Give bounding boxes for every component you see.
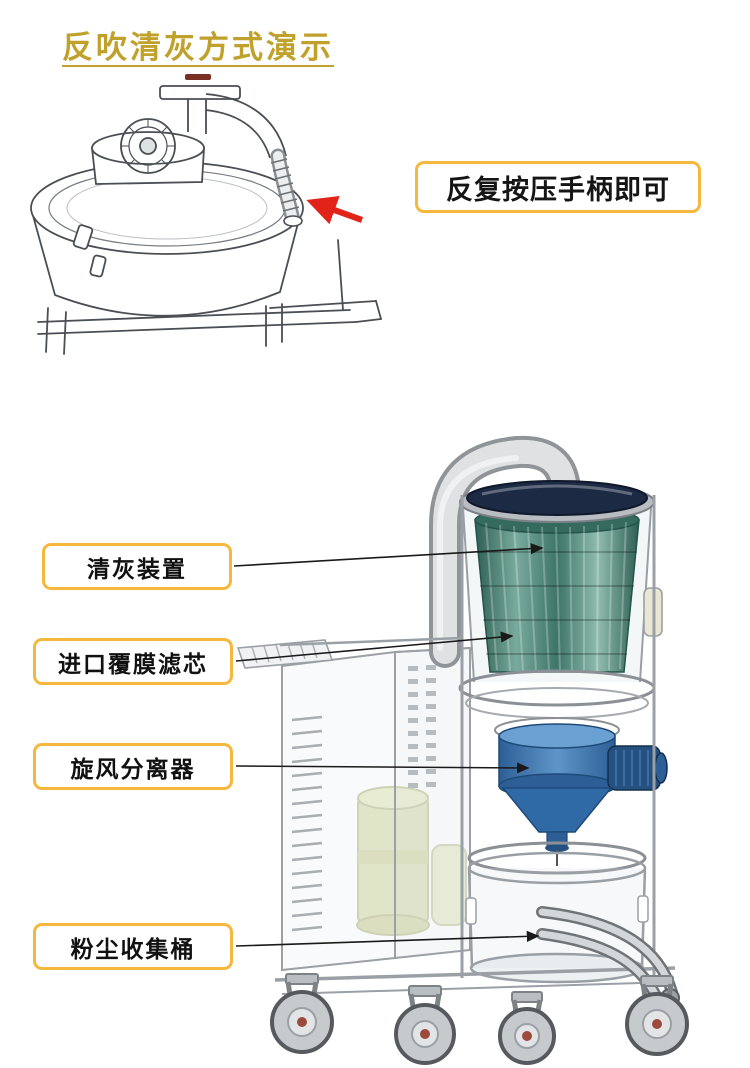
filter-bands bbox=[477, 551, 637, 655]
cyclone-separator bbox=[467, 717, 668, 875]
vent-shelf bbox=[236, 639, 334, 669]
instruction-callout-text: 反复按压手柄即可 bbox=[446, 174, 670, 205]
title-accent-dash bbox=[185, 74, 211, 80]
red-arrow-icon bbox=[306, 196, 364, 225]
caster-wheel bbox=[498, 991, 556, 1065]
drum-body bbox=[30, 161, 304, 317]
tower-frame bbox=[274, 495, 676, 995]
vent-spokes bbox=[121, 119, 175, 173]
caster-wheel bbox=[394, 985, 456, 1065]
part-label-text: 粉尘收集桶 bbox=[70, 936, 196, 962]
leader-arrow-filter-cartridge bbox=[235, 631, 514, 662]
vacuum-top-illustration bbox=[30, 85, 382, 355]
instruction-callout: 反复按压手柄即可 bbox=[415, 161, 701, 213]
part-label-filter-cartridge: 进口覆膜滤芯 bbox=[33, 638, 233, 685]
part-label-text: 旋风分离器 bbox=[70, 756, 196, 782]
louvers bbox=[291, 715, 323, 932]
part-label-text: 清灰装置 bbox=[87, 556, 187, 582]
part-label-dust-cleaning-device: 清灰装置 bbox=[42, 543, 232, 590]
part-label-text: 进口覆膜滤芯 bbox=[58, 651, 208, 677]
caster-wheel bbox=[270, 973, 334, 1054]
leader-arrow-cyclone-separator bbox=[235, 762, 530, 774]
lid-top bbox=[466, 480, 648, 516]
cart-frame bbox=[37, 239, 382, 355]
suction-pipe bbox=[429, 435, 580, 668]
hose-ribs bbox=[270, 158, 300, 212]
blowback-hose bbox=[159, 85, 303, 227]
vacuum-machine-illustration bbox=[236, 435, 689, 1065]
cabinet bbox=[236, 639, 471, 972]
page-title: 反吹清灰方式演示 bbox=[62, 30, 334, 65]
leader-arrow-dust-bucket bbox=[235, 930, 540, 947]
leader-arrow-dust-cleaning-device bbox=[233, 543, 544, 567]
drum-motor bbox=[90, 118, 205, 185]
side-slots bbox=[408, 665, 436, 788]
caster-wheel bbox=[625, 975, 689, 1056]
part-label-dust-bucket: 粉尘收集桶 bbox=[33, 923, 233, 970]
casters bbox=[270, 973, 689, 1065]
part-label-cyclone-separator: 旋风分离器 bbox=[33, 743, 233, 790]
